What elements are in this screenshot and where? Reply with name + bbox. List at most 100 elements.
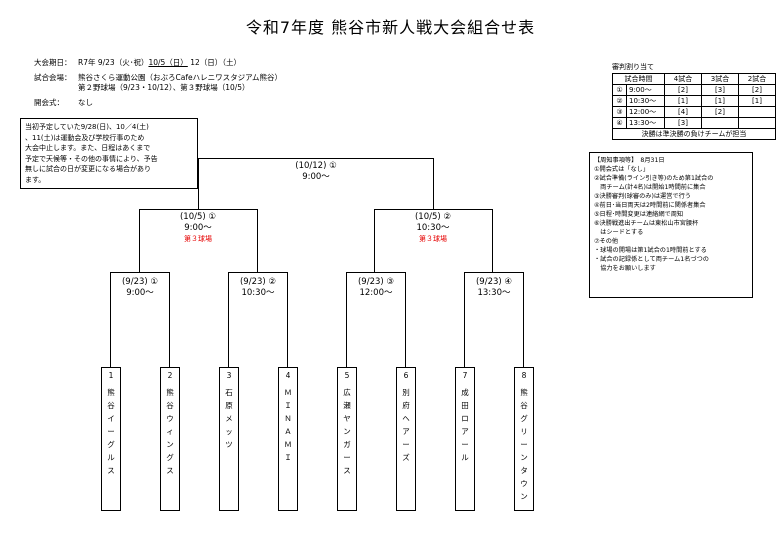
team-name-char: タ [520, 466, 528, 475]
notes-line: 協力をお願いします [594, 265, 656, 272]
team-name-char: 広 [343, 388, 351, 397]
team-name-char: 石 [225, 388, 233, 397]
team-number: 7 [462, 371, 468, 380]
q1-bracket-line [110, 272, 170, 367]
team-name-char: ス [343, 466, 351, 475]
team-name-char: メ [225, 414, 233, 423]
referee-caption: 審判割り当て [612, 63, 654, 71]
notice-line: 予定で天候等・その他の事情により、予告 [25, 154, 158, 163]
notice-line: 無しに試合の日が変更になる場合があり [25, 165, 151, 173]
dates-pre: R7年 9/23（火･祝） [78, 58, 149, 67]
match-q3: (9/23) ③ 12:00〜 [358, 277, 394, 299]
team-number: 6 [403, 371, 409, 380]
match-date: (10/5) ① [179, 212, 217, 222]
team-name-char: 熊 [107, 388, 115, 397]
q4-bracket-line [464, 272, 524, 367]
team-name-char: ィ [166, 427, 174, 436]
notes-line: ③決勝審判(球審のみ)は運営で行う [594, 193, 691, 200]
team-name-char: 府 [402, 401, 410, 410]
match-date: (10/12) ① [295, 161, 337, 171]
notice-line: 、11(土)は運動会及び学校行事のため [25, 133, 145, 142]
team-box-6: 6 別府ヘアーズ [396, 367, 416, 511]
match-q1: (9/23) ① 9:00〜 [122, 277, 158, 299]
team-name-char: ル [107, 453, 115, 462]
final-bracket-line [198, 158, 434, 210]
team-name-char: 原 [225, 401, 233, 410]
team-name-char: 成 [461, 388, 469, 397]
team-name-char: ヘ [402, 414, 410, 423]
team-box-8: 8 熊谷グリーンタウン [514, 367, 534, 511]
match-date: (9/23) ③ [357, 277, 395, 287]
match-date: (10/5) ② [414, 212, 452, 222]
team-name-char: ウ [520, 479, 528, 488]
team-name-char: ウ [166, 414, 174, 423]
referee-row: ① 9:00〜 [2] [3] [2] [612, 84, 776, 96]
page-title: 令和7年度 熊谷市新人戦大会組合せ表 [245, 18, 536, 37]
team-name-char: ガ [343, 440, 351, 449]
notes-line: ②試合準備(ライン引き等)のため第1試合の [594, 175, 714, 182]
tournament-dates: 大会期日：R7年 9/23（火･祝）10/5（日） 12（日）（土） [34, 58, 241, 68]
team-name-char: 瀬 [343, 401, 351, 410]
dates-post: 12（日）（土） [187, 58, 241, 67]
team-name-char: ッ [225, 427, 233, 436]
team-name-char: 谷 [107, 401, 115, 410]
team-name-char: グ [520, 414, 528, 423]
team-name-char: 熊 [520, 388, 528, 397]
venue-line2: 第２野球場（9/23・10/12）、第３野球場（10/5） [78, 83, 250, 92]
notice-line: ます。 [25, 175, 46, 184]
team-name-char: ア [402, 427, 410, 436]
team-name-char: Ｎ [284, 414, 292, 423]
match-date: (9/23) ② [239, 277, 277, 287]
team-name-char: ー [461, 440, 469, 449]
team-name-char: ン [343, 427, 351, 436]
match-time: 12:00〜 [359, 288, 393, 298]
team-number: 1 [108, 371, 114, 380]
match-venue: 第３球場 [418, 235, 447, 243]
referee-row: ② 10:30〜 [1] [1] [1] [612, 95, 776, 107]
cancellation-notice: 当初予定していた9/28(日)、10／4(土) 、11(土)は運動会及び学校行事… [20, 118, 198, 189]
notes-box: 【周知事項等】 8月31日 ①開会式は「なし」 ②試合準備(ライン引き等)のため… [589, 152, 753, 298]
team-name-char: 熊 [166, 388, 174, 397]
team-number: 3 [226, 371, 232, 380]
team-name-char: 谷 [520, 401, 528, 410]
team-box-5: 5 広瀬ヤンガース [337, 367, 357, 511]
dates-label: 大会期日： [34, 58, 72, 67]
match-date: (9/23) ① [121, 277, 159, 287]
venue-line1: 熊谷さくら運動公園（おぶろCafeハレニワスタジアム熊谷） [78, 73, 283, 82]
notes-line: ・球場の開場は第1試合の1時間前とする [594, 247, 707, 254]
team-number: 2 [167, 371, 173, 380]
notes-line: ④前日･当日両天は2時間前に関係者集合 [594, 202, 706, 209]
referee-assignment: 審判割り当て 試合時間 4試合 3試合 2試合 ① 9:00〜 [2] [3] … [612, 62, 776, 140]
team-name-char: ヤ [343, 414, 351, 423]
match-time: 13:30〜 [477, 288, 511, 298]
semi2-bracket-line [374, 209, 493, 273]
team-name-char: Ｉ [284, 453, 292, 462]
match-q2: (9/23) ② 10:30〜 [240, 277, 276, 299]
team-name-char: ス [166, 466, 174, 475]
team-name-char: イ [107, 414, 115, 423]
team-number: 4 [285, 371, 291, 380]
match-time: 9:00〜 [184, 223, 212, 233]
team-box-1: 1 熊谷イーグルス [101, 367, 121, 511]
team-box-2: 2 熊谷ウィングス [160, 367, 180, 511]
team-name-char: Ｉ [284, 401, 292, 410]
match-time: 10:30〜 [241, 288, 275, 298]
match-final: (10/12) ① 9:00〜 [295, 161, 336, 183]
team-name-char: ズ [402, 453, 410, 462]
team-name-char: Ａ [284, 427, 292, 436]
notes-line: ⑦その他 [594, 238, 619, 245]
team-name-char: Ｍ [284, 388, 292, 397]
match-q4: (9/23) ④ 13:30〜 [476, 277, 512, 299]
tournament-venue: 試合会場：熊谷さくら運動公園（おぶろCafeハレニワスタジアム熊谷） 第２野球場… [34, 73, 282, 93]
notes-line: はシードとする [594, 229, 644, 236]
referee-row: ④ 13:30〜 [3] [612, 117, 776, 129]
team-name-char: ツ [225, 440, 233, 449]
team-name-char: ス [107, 466, 115, 475]
team-name-char: 田 [461, 401, 469, 410]
team-name-char: Ｍ [284, 440, 292, 449]
team-number: 5 [344, 371, 350, 380]
team-name-char: リ [520, 427, 528, 436]
team-name-char: ン [520, 453, 528, 462]
